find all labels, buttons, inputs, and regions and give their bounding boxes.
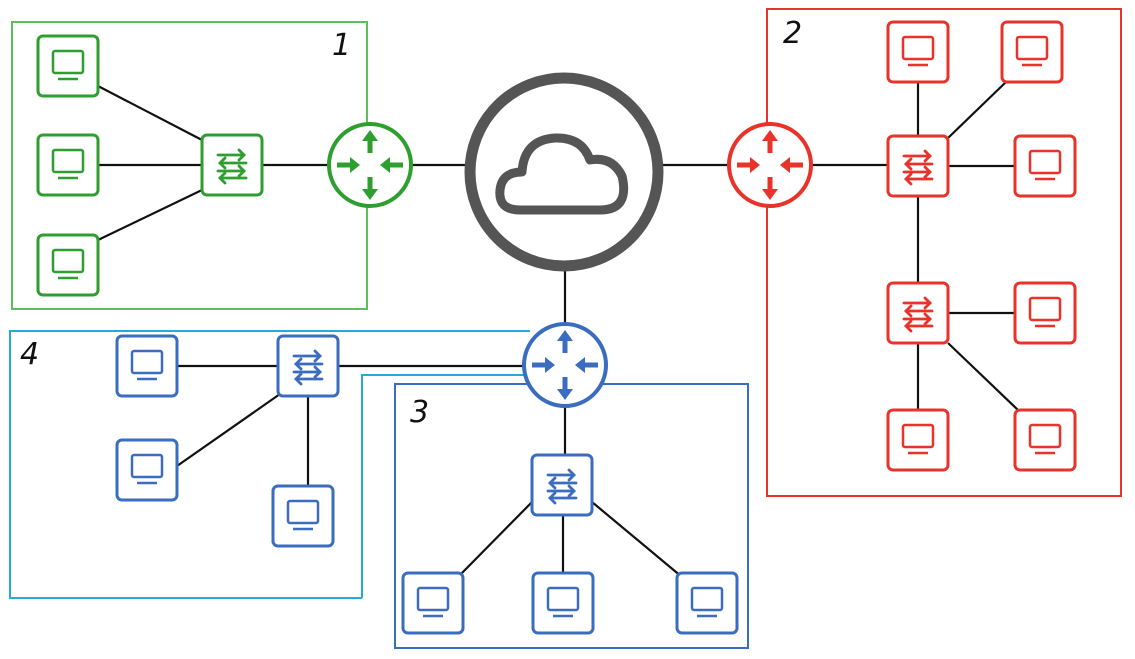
switch-icon: [530, 453, 594, 517]
computer-icon: [1013, 281, 1077, 345]
link: [947, 81, 1007, 139]
zone-2-frame: [766, 8, 1122, 497]
computer-icon: [115, 438, 179, 502]
computer-icon: [1013, 408, 1077, 472]
computer-icon: [675, 571, 739, 635]
computer-icon: [531, 571, 595, 635]
router-icon: [327, 122, 413, 208]
computer-icon: [36, 133, 100, 197]
link: [459, 501, 533, 576]
network-links: [97, 81, 1019, 578]
link: [591, 501, 683, 578]
zone-1-label: 1: [332, 28, 351, 63]
zone-4-label: 4: [20, 337, 39, 372]
computer-icon: [886, 20, 950, 84]
router-icon: [522, 322, 608, 408]
link: [97, 189, 203, 241]
computer-icon: [271, 484, 335, 548]
computer-icon: [36, 34, 100, 98]
computer-icon: [401, 571, 465, 635]
internet-cloud: [464, 72, 664, 272]
computer-icon: [1013, 134, 1077, 198]
zone-3-devices: [401, 322, 739, 635]
zone-2-label: 2: [783, 16, 802, 51]
switch-icon: [886, 134, 950, 198]
link: [947, 342, 1019, 411]
link: [176, 393, 281, 467]
computer-icon: [886, 408, 950, 472]
switch-icon: [886, 281, 950, 345]
zone-2-devices: [727, 20, 1077, 472]
switch-icon: [200, 133, 264, 197]
computer-icon: [115, 334, 179, 398]
zone-3-label: 3: [410, 395, 429, 430]
router-icon: [727, 122, 813, 208]
link: [97, 85, 203, 141]
computer-icon: [36, 233, 100, 297]
computer-icon: [1000, 20, 1064, 84]
zone-4-frame: [9, 330, 530, 599]
zone-1-devices: [36, 34, 413, 297]
cloud-icon: [495, 133, 629, 215]
zone-4-devices: [115, 334, 340, 548]
switch-icon: [276, 334, 340, 398]
